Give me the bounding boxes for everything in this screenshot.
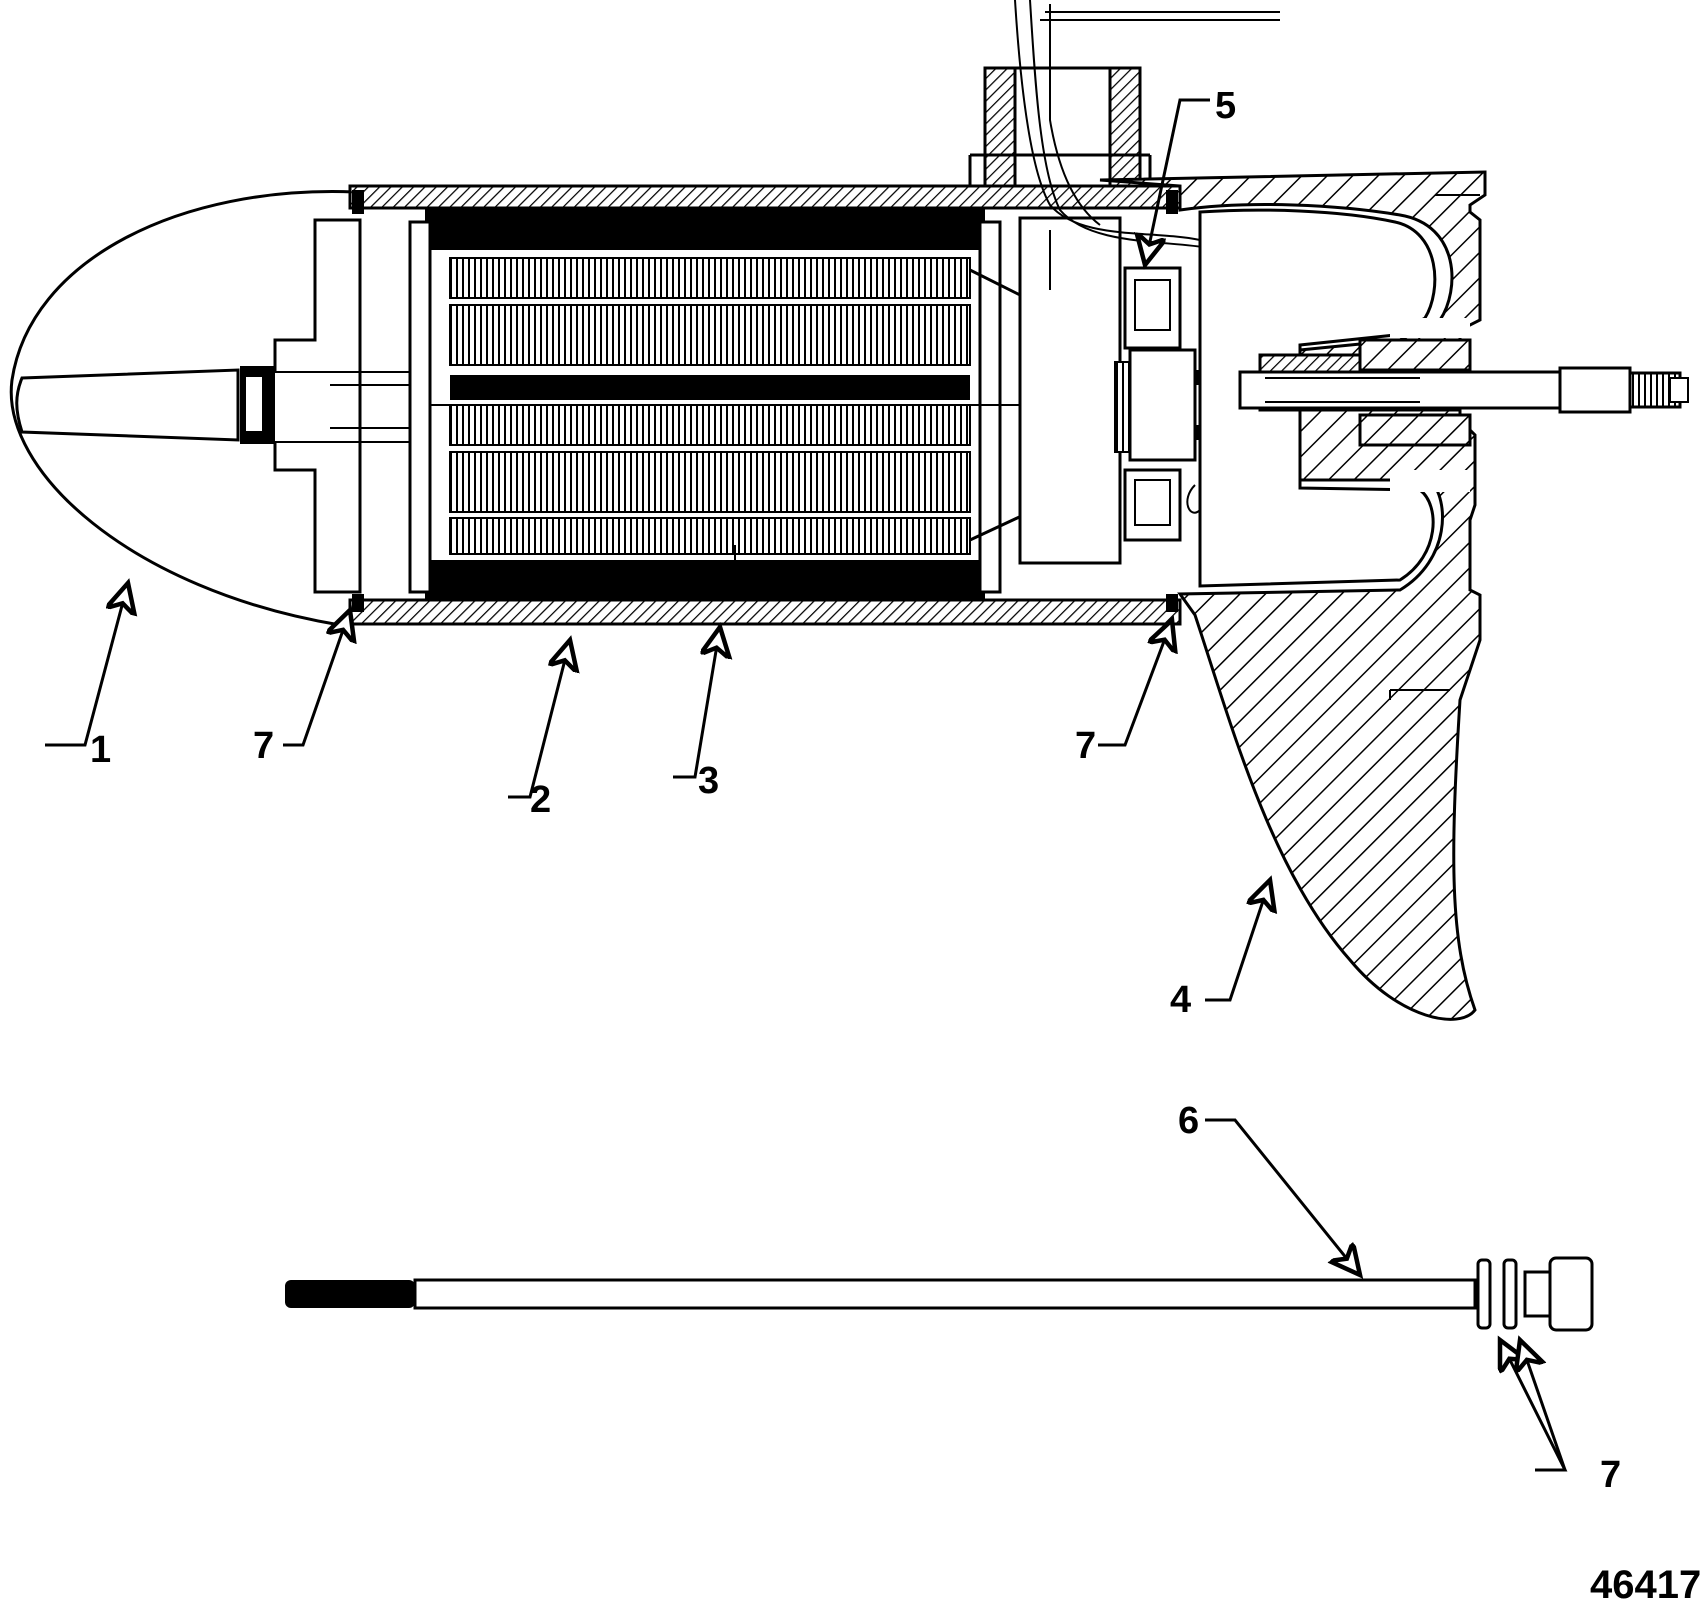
figure-code: 46417 [1590, 1563, 1701, 1607]
callout-1: 1 [90, 729, 111, 771]
callout-3: 3 [698, 760, 719, 802]
callout-5: 5 [1215, 85, 1236, 127]
callout-7-bolt: 7 [1600, 1454, 1621, 1496]
callout-labels: 1 2 3 4 5 6 7 7 7 46417 [90, 85, 1701, 1607]
leader-lines [45, 98, 1568, 1472]
nose-cone [9, 190, 420, 627]
callout-7-left: 7 [253, 725, 274, 767]
callout-4: 4 [1170, 979, 1191, 1021]
cable-entry-fitting [968, 66, 1152, 188]
propeller-shaft [1238, 338, 1689, 447]
callout-2: 2 [530, 779, 551, 821]
callout-6: 6 [1178, 1100, 1199, 1142]
through-bolt [285, 1256, 1594, 1332]
callout-7-right: 7 [1075, 725, 1096, 767]
armature-and-magnets [408, 208, 1140, 600]
